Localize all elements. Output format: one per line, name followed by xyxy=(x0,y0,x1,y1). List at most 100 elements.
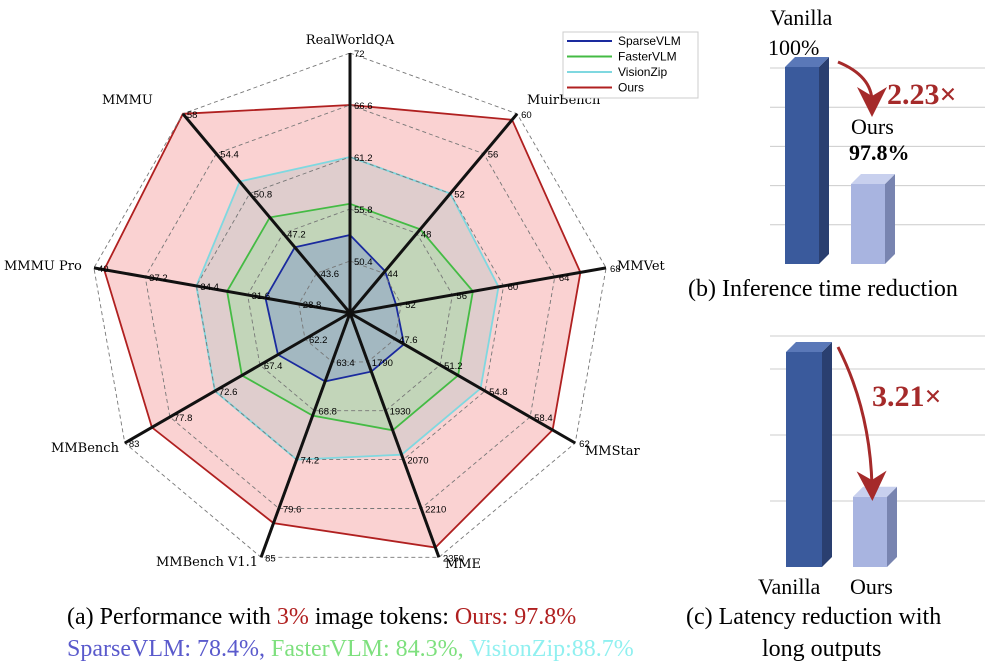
tick-label: 47.2 xyxy=(287,229,306,240)
arrow-b xyxy=(837,60,887,117)
bar-vanilla-c-side xyxy=(822,342,832,567)
axis-label-8: MMMU xyxy=(102,93,153,108)
axis-label-4: MME xyxy=(445,557,481,572)
tick-label: 62 xyxy=(579,439,590,450)
bar-label-ours: Ours xyxy=(851,114,894,139)
bar-label-vanilla: Vanilla xyxy=(770,5,833,30)
tick-label: 34.4 xyxy=(200,282,219,293)
axis-label-7: MMMU Pro xyxy=(4,259,82,274)
tick-label: 61.2 xyxy=(354,153,373,164)
tick-label: 83 xyxy=(129,439,140,450)
tick-label: 56 xyxy=(488,150,499,161)
tick-label: 1790 xyxy=(372,358,393,369)
tick-label: 52 xyxy=(405,300,416,311)
tick-label: 31.6 xyxy=(252,291,271,302)
tick-label: 44 xyxy=(387,269,398,280)
tick-label: 50.4 xyxy=(354,257,373,268)
caption-a-faster: FasterVLM: 84.3%, xyxy=(271,636,464,662)
axis-spoke-8 xyxy=(181,112,352,314)
series-area-sparsevlm xyxy=(264,234,405,383)
tick-label: 2070 xyxy=(407,456,428,467)
tick-label: 54.4 xyxy=(220,150,239,161)
legend-label: SparseVLM xyxy=(618,34,681,48)
tick-label: 66.6 xyxy=(354,101,373,112)
tick-label: 58.4 xyxy=(534,413,553,424)
tick-label: 67.4 xyxy=(264,361,283,372)
axis-label-6: MMBench xyxy=(51,441,120,456)
tick-label: 52 xyxy=(454,189,465,200)
tick-label: 62.2 xyxy=(309,335,328,346)
bar-vanilla-c-top xyxy=(786,342,832,352)
tick-label: 43.6 xyxy=(321,269,340,280)
axis-spoke-3 xyxy=(349,311,576,445)
bar-vanilla-c xyxy=(786,352,822,567)
grid-ring-0 xyxy=(93,52,607,558)
caption-a-vision: VisionZip:88.7% xyxy=(469,636,634,662)
tick-label: 68.8 xyxy=(318,407,337,418)
bar-ours-top xyxy=(851,174,895,184)
tick-label: 50.8 xyxy=(254,189,273,200)
tick-label: 40 xyxy=(98,264,109,275)
bar-ours-side xyxy=(885,174,895,264)
caption-a-pct: 3% xyxy=(277,604,309,630)
tick-label: 2350 xyxy=(443,553,464,564)
tick-label: 37.2 xyxy=(149,273,168,284)
tick-label: 54.8 xyxy=(489,387,508,398)
tick-label: 58 xyxy=(187,110,198,121)
grid-ring-2 xyxy=(195,156,505,461)
tick-label: 55.8 xyxy=(354,205,373,216)
tick-label: 2210 xyxy=(425,504,446,515)
tick-label: 63.4 xyxy=(336,358,355,369)
tick-label: 72 xyxy=(354,49,365,60)
tick-label: 64 xyxy=(559,273,570,284)
grid-ring-3 xyxy=(247,208,453,412)
bar-ours-c xyxy=(853,496,887,567)
tick-label: 48 xyxy=(421,229,432,240)
category-vanilla-c: Vanilla xyxy=(758,574,821,599)
tick-label: 74.2 xyxy=(301,456,320,467)
axis-spoke-5 xyxy=(259,312,352,558)
bar-vanilla xyxy=(785,67,819,264)
bar-vanilla-side xyxy=(819,57,829,264)
caption-b: (b) Inference time reduction xyxy=(688,276,958,302)
tick-label: 85 xyxy=(265,553,276,564)
multiplier-b: 2.23× xyxy=(887,78,957,111)
bar-value-vanilla: 100% xyxy=(768,35,819,60)
bar-ours-c-side xyxy=(887,486,897,567)
legend-label: FasterVLM xyxy=(618,50,677,64)
grid-ring-1 xyxy=(144,104,556,509)
caption-c-line1: (c) Latency reduction with xyxy=(686,604,941,630)
axis-spoke-2 xyxy=(349,266,607,315)
axis-label-0: RealWorldQA xyxy=(306,33,395,48)
bar-ours xyxy=(851,184,885,264)
axis-spoke-4 xyxy=(348,312,441,558)
tick-label: 56 xyxy=(456,291,467,302)
axis-spoke-1 xyxy=(348,112,519,314)
tick-label: 77.8 xyxy=(174,413,193,424)
caption-a-ours: Ours: 97.8% xyxy=(455,604,576,630)
tick-label: 79.6 xyxy=(283,504,302,515)
category-ours-c: Ours xyxy=(850,574,893,599)
axis-spoke-7 xyxy=(93,266,351,315)
axis-label-5: MMBench V1.1 xyxy=(156,555,258,570)
axis-label-3: MMStar xyxy=(585,444,641,459)
bar-vanilla-top xyxy=(785,57,829,67)
arrow-c xyxy=(836,346,887,501)
caption-a-line2: SparseVLM: 78.4%, FasterVLM: 84.3%, Visi… xyxy=(67,636,634,662)
tick-label: 47.6 xyxy=(399,335,418,346)
tick-label: 1930 xyxy=(390,407,411,418)
caption-a-line1: (a) Performance with 3% image tokens: Ou… xyxy=(67,604,576,630)
axis-spoke-6 xyxy=(124,311,351,445)
caption-a-sparse: SparseVLM: 78.4%, xyxy=(67,636,265,662)
tick-label: 60 xyxy=(521,110,532,121)
legend-label: Ours xyxy=(618,81,644,95)
tick-label: 72.6 xyxy=(219,387,238,398)
grid-ring-4 xyxy=(298,260,402,363)
bar-value-ours: 97.8% xyxy=(849,140,910,165)
multiplier-c: 3.21× xyxy=(872,380,942,413)
tick-label: 28.8 xyxy=(303,300,322,311)
